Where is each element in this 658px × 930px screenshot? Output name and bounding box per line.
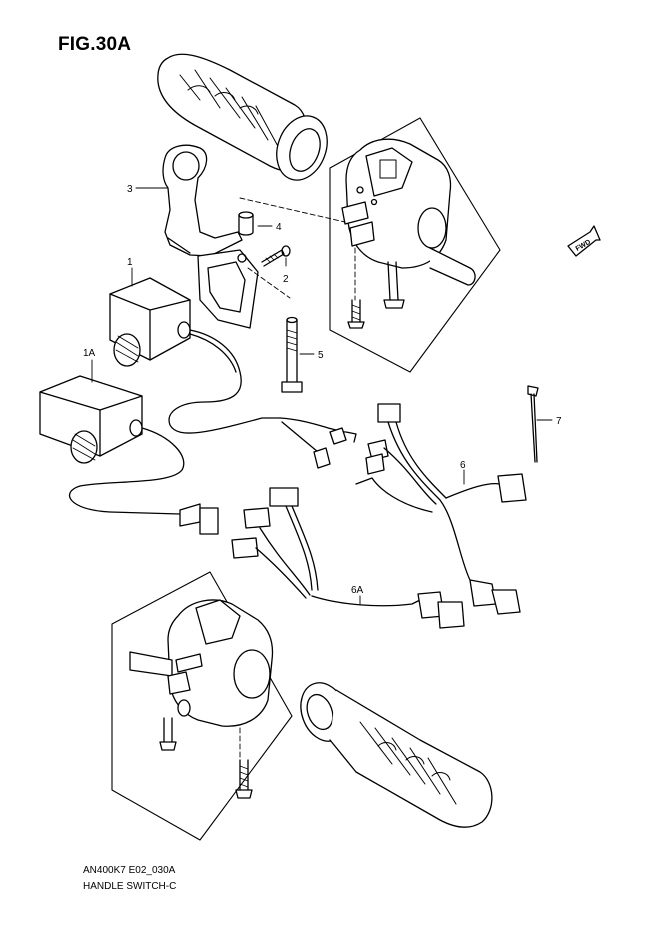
wire-harness-6 xyxy=(279,403,527,615)
callout-1: 1 xyxy=(127,257,133,268)
diagram-caption: HANDLE SWITCH-C xyxy=(83,881,177,892)
callout-1a: 1A xyxy=(83,348,96,359)
switch-assembly-1a xyxy=(39,375,219,535)
callout-2: 2 xyxy=(283,274,289,285)
figure-title: FIG.30A xyxy=(58,34,132,55)
bolt-5 xyxy=(281,316,303,393)
fwd-arrow xyxy=(567,225,601,257)
bracket-3 xyxy=(162,144,243,257)
collar-4 xyxy=(238,211,254,236)
right-grip-top xyxy=(157,53,328,181)
wire-harness-6a xyxy=(231,487,465,629)
screw-2 xyxy=(261,245,291,267)
left-switch-box xyxy=(111,571,293,841)
model-code: AN400K7 E02_030A xyxy=(83,865,176,876)
callout-5: 5 xyxy=(318,350,324,361)
callout-labels: 3 4 2 1 5 1A 7 6 6A FWD xyxy=(83,184,592,596)
callout-4: 4 xyxy=(276,222,282,233)
switch-assembly-1 xyxy=(109,277,281,434)
callout-6a: 6A xyxy=(351,585,364,596)
callout-leaders xyxy=(91,187,553,605)
switch-plate xyxy=(197,249,259,329)
callout-7: 7 xyxy=(556,416,562,427)
right-switch-box xyxy=(329,117,501,373)
left-grip-bottom xyxy=(300,682,493,828)
leader-lines xyxy=(239,197,356,761)
cable-tie-7 xyxy=(527,385,539,463)
callout-6: 6 xyxy=(460,460,466,471)
callout-3: 3 xyxy=(127,184,133,195)
